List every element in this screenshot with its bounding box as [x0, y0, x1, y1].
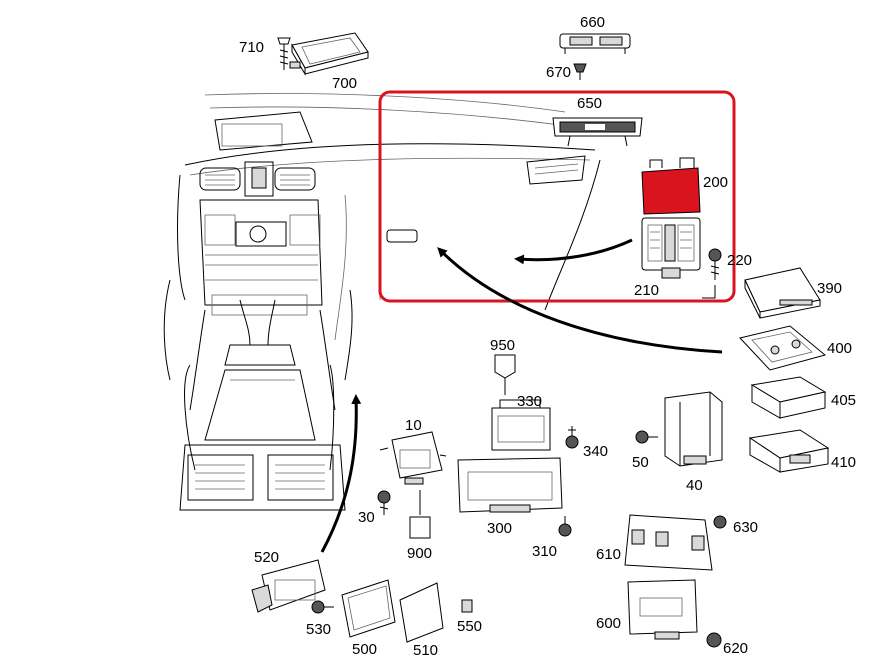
label-410: 410 — [831, 454, 856, 471]
label-500: 500 — [352, 641, 377, 657]
label-405: 405 — [831, 392, 856, 409]
part-550-clip[interactable] — [461, 599, 473, 613]
part-630-screw[interactable] — [713, 515, 727, 529]
part-950-connector[interactable] — [494, 354, 516, 395]
label-310: 310 — [532, 543, 557, 560]
part-700-module[interactable] — [289, 32, 369, 76]
part-500-module[interactable] — [341, 579, 396, 638]
part-labels: 710 700 660 670 650 200 220 210 390 400 … — [239, 14, 856, 657]
part-610-bracket[interactable] — [624, 514, 713, 571]
label-400: 400 — [827, 340, 852, 357]
part-670-fastener[interactable] — [573, 63, 587, 80]
part-530-screw[interactable] — [311, 600, 334, 614]
part-400-bracket[interactable] — [739, 325, 827, 371]
part-30-screw[interactable] — [377, 490, 391, 515]
part-660-connector[interactable] — [559, 33, 631, 54]
part-10-module[interactable] — [379, 431, 447, 485]
part-300-module[interactable] — [457, 457, 563, 513]
part-900-connector[interactable] — [409, 490, 431, 539]
part-50-screw[interactable] — [635, 430, 658, 444]
label-900: 900 — [407, 545, 432, 562]
label-300: 300 — [487, 520, 512, 537]
part-310-screw[interactable] — [558, 516, 572, 537]
part-410-tray[interactable] — [748, 429, 830, 473]
label-610: 610 — [596, 546, 621, 563]
part-620-screw[interactable] — [706, 632, 722, 648]
label-50: 50 — [632, 454, 649, 471]
label-390: 390 — [817, 280, 842, 297]
part-520-module[interactable] — [251, 559, 326, 613]
label-220: 220 — [727, 252, 752, 269]
label-600: 600 — [596, 615, 621, 632]
part-340-screw[interactable] — [565, 426, 579, 449]
label-40: 40 — [686, 477, 703, 494]
part-40-module[interactable] — [664, 391, 723, 467]
part-390-module[interactable] — [744, 267, 821, 319]
label-530: 530 — [306, 621, 331, 638]
label-550: 550 — [457, 618, 482, 635]
label-30: 30 — [358, 509, 375, 526]
part-210-fuse-box[interactable] — [641, 217, 701, 279]
part-200-control-unit[interactable] — [641, 157, 701, 215]
label-670: 670 — [546, 64, 571, 81]
part-220-screw[interactable] — [702, 248, 722, 299]
part-650-switch-panel[interactable] — [552, 117, 643, 147]
label-520: 520 — [254, 549, 279, 566]
label-10: 10 — [405, 417, 422, 434]
label-950: 950 — [490, 337, 515, 354]
label-650: 650 — [577, 95, 602, 112]
label-510: 510 — [413, 642, 438, 657]
part-600-module[interactable] — [627, 579, 698, 640]
label-340: 340 — [583, 443, 608, 460]
part-710-screw[interactable] — [277, 37, 291, 70]
label-700: 700 — [332, 75, 357, 92]
label-210: 210 — [634, 282, 659, 299]
part-510-pad[interactable] — [399, 582, 444, 643]
direction-arrows — [320, 238, 723, 553]
part-330-module[interactable] — [491, 399, 551, 451]
label-710: 710 — [239, 39, 264, 56]
label-200: 200 — [703, 174, 728, 191]
label-630: 630 — [733, 519, 758, 536]
label-620: 620 — [723, 640, 748, 657]
label-660: 660 — [580, 14, 605, 31]
label-330: 330 — [517, 393, 542, 410]
part-405-tray[interactable] — [750, 376, 827, 419]
highlight-frame — [378, 90, 736, 303]
